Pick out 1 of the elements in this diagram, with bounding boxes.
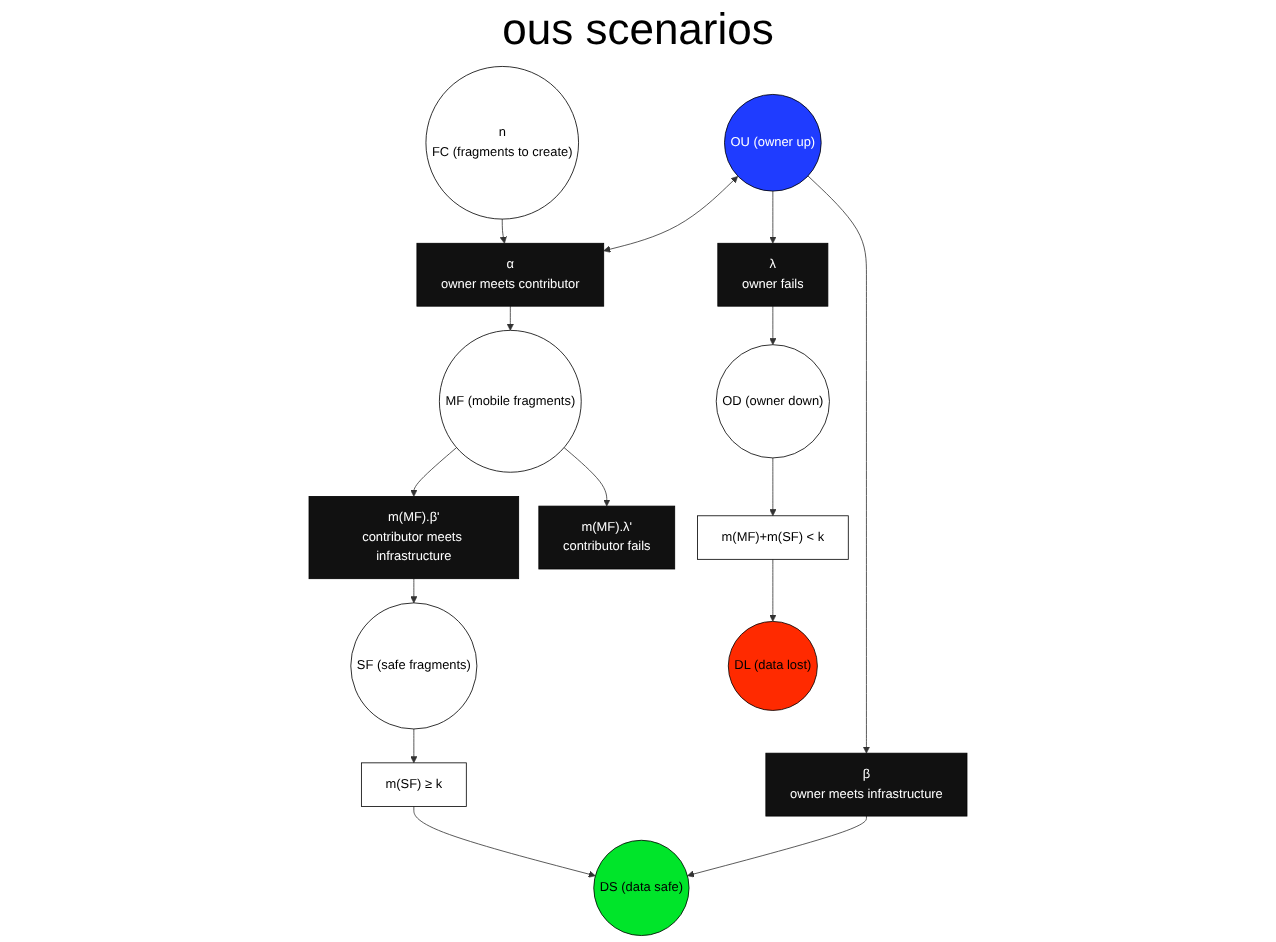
slide-title-fragment: ous scenarios bbox=[502, 4, 774, 54]
